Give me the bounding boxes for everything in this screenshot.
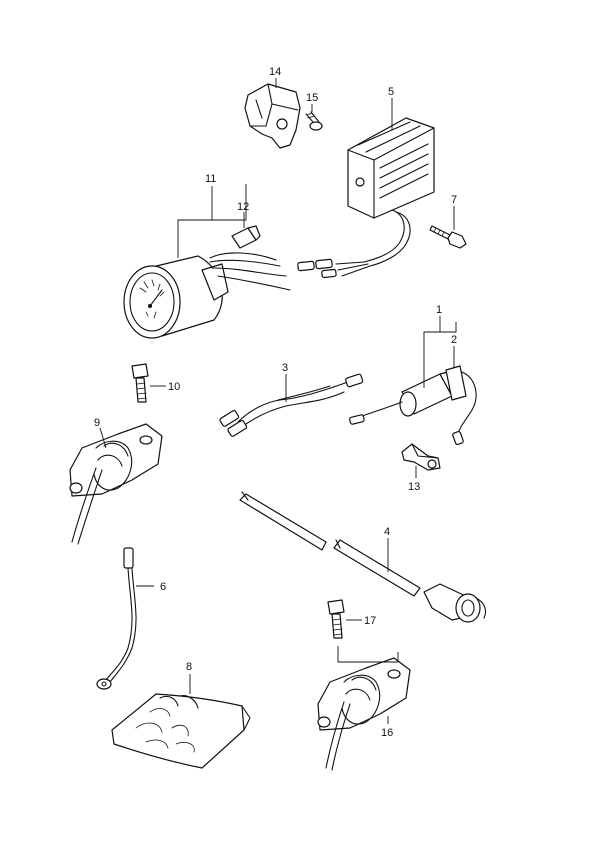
rectifier-connectors	[297, 258, 371, 279]
part-2-clip	[445, 365, 477, 446]
part-5-rectifier	[347, 117, 435, 267]
callout-1: 1	[436, 304, 442, 316]
callout-10: 10	[168, 381, 180, 393]
callout-7: 7	[451, 194, 457, 206]
part-16-coil	[317, 657, 411, 771]
callout-8: 8	[186, 661, 192, 673]
callout-11: 11	[205, 173, 216, 185]
callout-6: 6	[160, 581, 166, 593]
part-7-bolt	[429, 225, 467, 249]
part-10-bolt	[131, 363, 149, 403]
part-14-bracket	[244, 83, 301, 149]
callout-13: 13	[408, 481, 420, 493]
part-3-harness	[219, 373, 364, 437]
part-13-clamp	[401, 443, 441, 471]
callout-14: 14	[269, 66, 281, 78]
callout-3: 3	[282, 362, 288, 374]
callout-17: 17	[364, 615, 376, 627]
part-1-switch	[349, 371, 457, 425]
callout-12: 12	[237, 201, 249, 213]
part-4-tube-lead	[239, 491, 487, 623]
callout-15: 15	[306, 92, 318, 104]
part-17-bolt	[327, 599, 345, 639]
callout-5: 5	[388, 86, 394, 98]
part-6-lead	[96, 547, 137, 690]
part-8-bag	[111, 693, 251, 769]
part-9-coil	[69, 423, 163, 545]
part-11-gauge	[123, 252, 291, 339]
part-15-screw	[305, 111, 323, 131]
callout-9: 9	[94, 417, 100, 429]
callout-2: 2	[451, 334, 457, 346]
part-12-bulb	[231, 225, 261, 249]
callout-4: 4	[384, 526, 390, 538]
callout-16: 16	[381, 727, 393, 739]
